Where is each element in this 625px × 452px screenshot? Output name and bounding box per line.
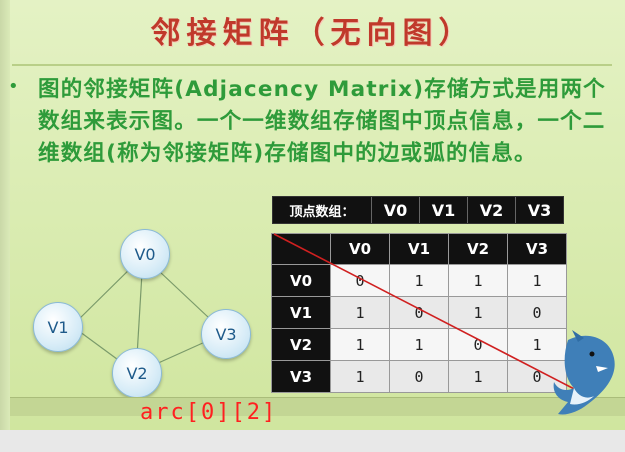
matrix-col-header: V2 [448, 233, 508, 265]
matrix-cell: 1 [448, 264, 508, 297]
matrix-row-header: V3 [271, 360, 331, 393]
matrix-col-header: V1 [389, 233, 449, 265]
matrix-cell: 0 [330, 264, 390, 297]
vertex-array: 顶点数组： V0 V1 V2 V3 [272, 196, 564, 224]
bullet-marker: • [8, 76, 19, 97]
matrix-col-header: V3 [507, 233, 567, 265]
description-text: 图的邻接矩阵(Adjacency Matrix)存储方式是用两个数组来表示图。一… [38, 77, 606, 166]
matrix-cell: 0 [448, 328, 508, 361]
matrix-cell: 1 [389, 328, 449, 361]
matrix-row-header: V2 [271, 328, 331, 361]
matrix-cell: 0 [389, 360, 449, 393]
matrix-cell: 1 [448, 296, 508, 329]
matrix-row-header: V0 [271, 264, 331, 297]
matrix-row: V3 1 0 1 0 [271, 360, 567, 393]
slide-title: 邻接矩阵（无向图） [150, 16, 475, 51]
matrix-cell: 1 [448, 360, 508, 393]
matrix-row: V0 0 1 1 1 [271, 264, 567, 297]
matrix-row: V2 1 1 0 1 [271, 328, 567, 361]
matrix-cell: 1 [507, 264, 567, 297]
matrix-cell: 1 [389, 264, 449, 297]
title-divider [12, 64, 612, 66]
shark-icon [553, 330, 615, 415]
graph-node-v0: V0 [120, 229, 170, 279]
graph-node-v2: V2 [112, 348, 162, 398]
vertex-array-label: 顶点数组： [273, 197, 372, 223]
graph-node-v3: V3 [201, 309, 251, 359]
vertex-array-item: V0 [372, 197, 420, 223]
matrix-header-row: V0 V1 V2 V3 [271, 233, 567, 265]
vertex-array-item: V1 [420, 197, 468, 223]
matrix-cell: 1 [330, 360, 390, 393]
matrix-cell: 0 [389, 296, 449, 329]
matrix-row: V1 1 0 1 0 [271, 296, 567, 329]
matrix-cell: 0 [507, 296, 567, 329]
matrix-col-header: V0 [330, 233, 390, 265]
bottom-band [10, 397, 625, 416]
matrix-cell: 1 [330, 328, 390, 361]
adjacency-matrix: V0 V1 V2 V3 V0 0 1 1 1 V1 1 0 1 0 V2 1 1… [271, 233, 567, 393]
handwritten-note: arc[0][2] [140, 400, 278, 425]
left-edge [0, 0, 10, 452]
bottom-bar [0, 430, 625, 452]
graph-node-v1: V1 [33, 302, 83, 352]
matrix-corner [271, 233, 331, 265]
vertex-array-item: V2 [468, 197, 516, 223]
matrix-row-header: V1 [271, 296, 331, 329]
vertex-array-item: V3 [527, 200, 552, 220]
matrix-cell: 1 [330, 296, 390, 329]
